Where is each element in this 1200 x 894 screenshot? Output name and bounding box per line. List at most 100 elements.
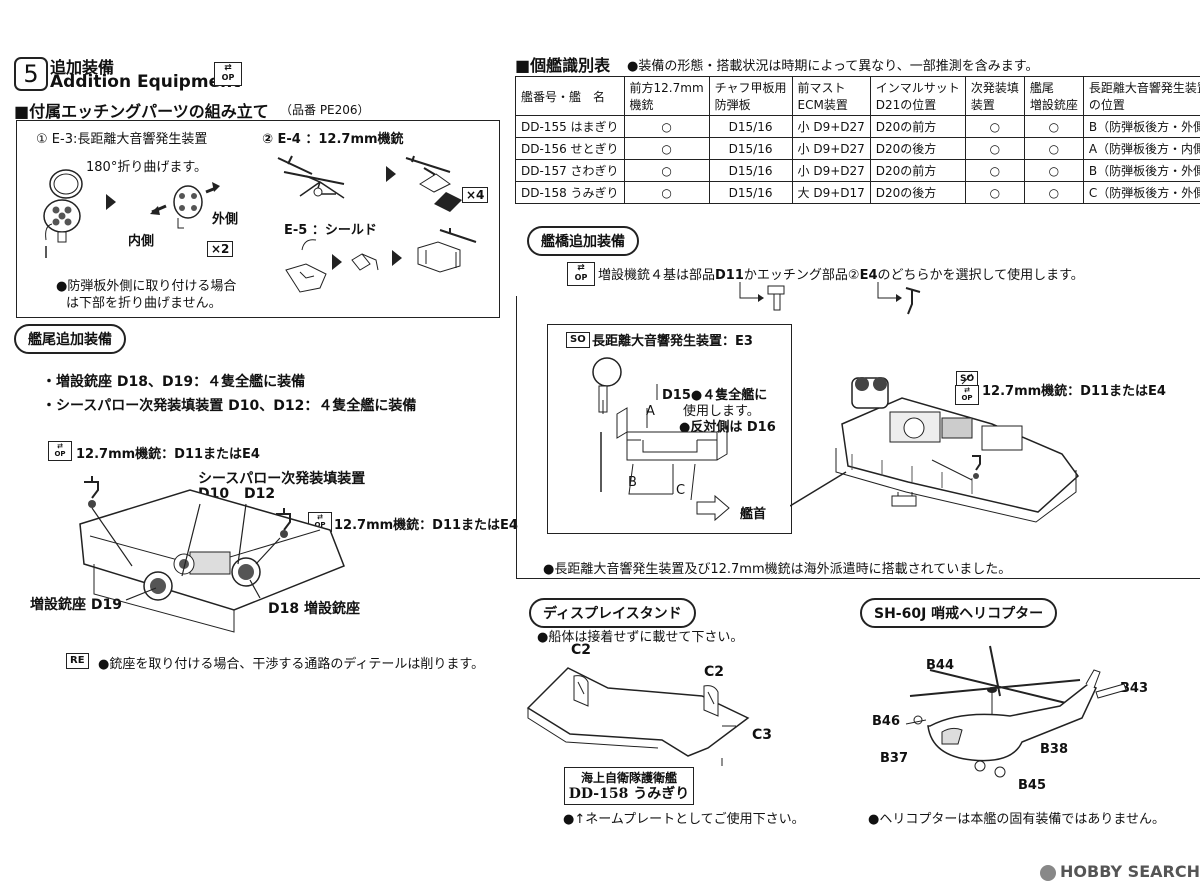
stern-seasparrow-label: シースパロー次発装填装置: [198, 471, 366, 487]
id-table-header: 艦番号・艦 名: [515, 76, 625, 116]
so-badge: SO: [566, 332, 590, 348]
stand-plate-note: ●↑ネームプレートとしてご使用下さい。: [563, 812, 805, 827]
etching-item1-outside: 外側: [212, 212, 239, 227]
stand-c3: C3: [752, 727, 773, 743]
id-table-header: チャフ甲板用防弾板: [708, 76, 793, 116]
table-cell: DD-156 せとぎり: [515, 137, 625, 160]
table-cell: 小 D9+D27: [791, 159, 871, 182]
bridge-footnote: ●長距離大音響発生装置及び12.7mm機銃は海外派遣時に搭載されていました。: [543, 562, 1012, 577]
table-cell: ○: [623, 181, 710, 204]
d15-line2: 使用します。: [683, 404, 760, 419]
stern-d19-label: 増設銃座 D19: [30, 597, 122, 613]
etching-item1-fold: 180°折り曲げます。: [86, 160, 208, 175]
stern-mg-label-1: 12.7mm機銃：D11またはE4: [76, 447, 260, 462]
step-number-badge: 5: [14, 57, 48, 91]
table-cell: ○: [623, 115, 710, 138]
heli-b46: B46: [872, 714, 900, 729]
etching-item3-label: E-5 ：シールド: [284, 223, 377, 238]
table-cell: C（防弾板後方・外側）: [1082, 181, 1200, 204]
d15-line1: D15●４隻全艦に: [662, 388, 768, 403]
table-cell: DD-155 はまぎり: [515, 115, 625, 138]
stern-d12: D12: [244, 486, 276, 502]
bridge-title: 艦橋追加装備: [527, 226, 639, 256]
table-cell: ○: [1023, 115, 1084, 138]
id-table-title: ■個艦識別表: [515, 56, 611, 75]
stern-d18-label: D18 増設銃座: [268, 601, 360, 617]
lrad-diagram: [592, 357, 730, 522]
table-cell: B（防弾板後方・外側）: [1082, 159, 1200, 182]
etching-note-line2: は下部を折り曲げません。: [66, 296, 222, 311]
table-cell: ○: [964, 181, 1025, 204]
table-cell: ○: [1023, 159, 1084, 182]
bridge-mg-label: 12.7mm機銃：D11またはE4: [982, 384, 1166, 399]
watermark-logo: HOBBY SEARCH: [1040, 862, 1200, 881]
stern-re-note: ●銃座を取り付ける場合、干渉する通路のディテールは削ります。: [98, 657, 485, 672]
stern-op-badge-1: ⇄OP: [48, 441, 72, 461]
bridge-op-badge-2: ⇄OP: [955, 385, 979, 405]
stand-note: ●船体は接着せずに載せて下さい。: [537, 630, 744, 645]
table-cell: ○: [1023, 137, 1084, 160]
bridge-ship-diagram: [835, 373, 1080, 523]
name-plate: 海上自衛隊護衛艦 DD-158 うみぎり: [564, 767, 694, 805]
heli-b38: B38: [1040, 742, 1068, 757]
etching-part-number: （品番 PE206）: [280, 103, 370, 117]
section-divider-horizontal: [516, 578, 1200, 579]
table-cell: ○: [623, 159, 710, 182]
table-row: DD-158 うみぎり ○ D15/16 大 D9+D17 D20の後方 ○ ○…: [515, 181, 1200, 204]
table-cell: ○: [964, 159, 1025, 182]
etching-item1-qty: ×2: [207, 241, 234, 257]
table-cell: D20の前方: [869, 159, 966, 182]
bridge-note: 増設機銃４基は部品D11かエッチング部品②E4のどちらかを選択して使用します。: [598, 268, 1084, 283]
id-table-header: 長距離大音響発生装置の位置: [1082, 76, 1200, 116]
stern-title: 艦尾追加装備: [14, 324, 126, 354]
bridge-callout-line: [790, 471, 847, 507]
table-cell: ○: [964, 137, 1025, 160]
table-cell: A（防弾板後方・内側）: [1082, 137, 1200, 160]
stand-diagram: [526, 667, 750, 766]
table-cell: ○: [964, 115, 1025, 138]
table-cell: DD-157 さわぎり: [515, 159, 625, 182]
stern-bullet-1: ・増設銃座 D18、D19：４隻全艦に装備: [42, 374, 306, 390]
bridge-select-diagram: [739, 282, 921, 315]
stern-diagram: [79, 476, 345, 633]
table-cell: D20の後方: [869, 137, 966, 160]
stern-mg-label-2: 12.7mm機銃：D11またはE4: [334, 518, 518, 533]
label-a: A: [646, 404, 655, 419]
stand-c2-a: C2: [571, 642, 592, 658]
etching-item2-qty: ×4: [462, 187, 489, 203]
heli-b43: B43: [1120, 681, 1148, 696]
label-b: B: [628, 475, 637, 490]
bridge-op-badge: ⇄OP: [567, 262, 595, 286]
table-cell: 小 D9+D27: [791, 137, 871, 160]
table-cell: ○: [1023, 181, 1084, 204]
etching-diagram: [43, 155, 477, 293]
heli-diagram: [905, 645, 1127, 778]
table-cell: B（防弾板後方・外側）: [1082, 115, 1200, 138]
etching-note-line1: ●防弾板外側に取り付ける場合: [56, 279, 237, 294]
op-badge: ⇄OP: [214, 62, 242, 86]
table-cell: ○: [623, 137, 710, 160]
table-cell: D20の前方: [869, 115, 966, 138]
heli-b37: B37: [880, 751, 908, 766]
table-cell: D20の後方: [869, 181, 966, 204]
table-row: DD-157 さわぎり ○ D15/16 小 D9+D27 D20の前方 ○ ○…: [515, 159, 1200, 182]
table-cell: D15/16: [708, 115, 793, 138]
bow-label: 艦首: [740, 507, 767, 522]
heli-b45: B45: [1018, 778, 1046, 793]
table-cell: 小 D9+D27: [791, 115, 871, 138]
stand-title: ディスプレイスタンド: [529, 598, 696, 628]
step-title-en: Addition Equipment: [50, 72, 241, 92]
label-c: C: [676, 483, 686, 498]
watermark-icon: [1040, 864, 1056, 881]
stand-c2-b: C2: [704, 664, 725, 680]
stern-bullet-2: ・シースパロー次発装填装置 D10、D12：４隻全艦に装備: [42, 398, 417, 414]
heli-title: SH-60J 哨戒ヘリコプター: [860, 598, 1058, 628]
table-row: DD-156 せとぎり ○ D15/16 小 D9+D27 D20の後方 ○ ○…: [515, 137, 1200, 160]
lrad-label: 長距離大音響発生装置：E3: [592, 334, 753, 349]
heli-b44: B44: [926, 658, 954, 673]
